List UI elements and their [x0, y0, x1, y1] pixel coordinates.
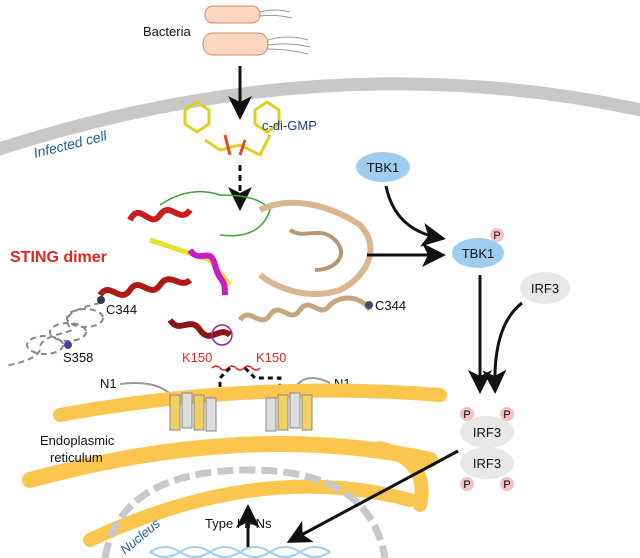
- c344-right-label: C344: [375, 298, 406, 313]
- c344-right-dot: [365, 301, 373, 309]
- irf3-phospho-sites: P P P P: [460, 407, 514, 491]
- c-di-gmp-molecule: [183, 100, 281, 158]
- k150-left-label: K150: [182, 350, 212, 365]
- phospho-tbk1: P: [493, 230, 500, 242]
- tbk1-node: [356, 152, 410, 182]
- er-label-line1: Endoplasmic: [40, 433, 115, 448]
- n1-left-label: N1: [100, 376, 117, 391]
- irf3-node: [520, 272, 570, 304]
- transmembrane-helices: [169, 392, 313, 432]
- phospho-2: P: [503, 409, 510, 421]
- irf3-dimer-top-label: IRF3: [473, 425, 501, 440]
- tbk1-phospho-label: TBK1: [462, 246, 495, 261]
- type-i-ifns-label: Type I IFNs: [205, 516, 272, 531]
- cell-membrane: [0, 77, 640, 156]
- er-label-line2: reticulum: [50, 450, 103, 465]
- endoplasmic-reticulum: [22, 383, 447, 547]
- dna-icon: [149, 546, 331, 558]
- irf3-dimer-top: [460, 416, 514, 448]
- sting-dimer-structure: [97, 190, 374, 346]
- arrow-irf3-to-dimer: [482, 301, 523, 394]
- phospho-1: P: [463, 409, 470, 421]
- phospho-3: P: [463, 479, 470, 491]
- phospho-4: P: [503, 479, 510, 491]
- c344-left-label: C344: [106, 302, 137, 317]
- bacteria-label: Bacteria: [143, 24, 191, 39]
- k150-right-label: K150: [256, 350, 286, 365]
- arrow-tbk1-activation: [384, 185, 446, 247]
- arrow-irf3-to-nucleus: [286, 449, 459, 543]
- bacteria-icon: [202, 5, 311, 56]
- irf3-dimer-bottom-label: IRF3: [473, 456, 501, 471]
- tbk1-label: TBK1: [367, 160, 400, 175]
- c-di-gmp-label: c-di-GMP: [262, 118, 317, 133]
- tbk1-phospho-node: [452, 238, 504, 268]
- nuclear-envelope: [101, 466, 389, 558]
- s358-dot: [64, 341, 72, 349]
- s358-label: S358: [63, 350, 93, 365]
- sting-dimer-label: STING dimer: [10, 249, 107, 266]
- irf3-label: IRF3: [531, 281, 559, 296]
- irf3-dimer-bottom: [460, 447, 514, 479]
- c344-left-dot: [97, 296, 105, 304]
- c-terminal-tail: [4, 302, 101, 367]
